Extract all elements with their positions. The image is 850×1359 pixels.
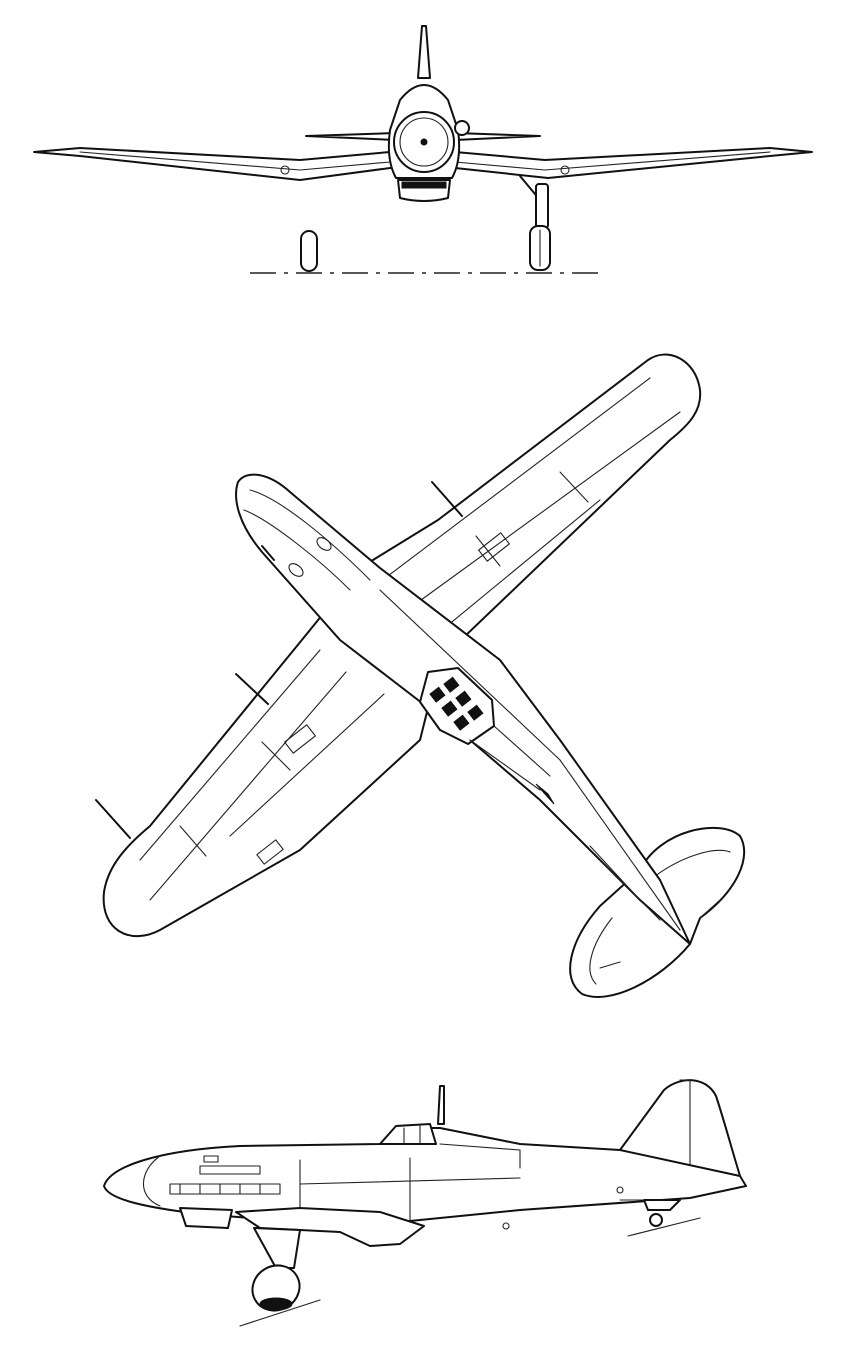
side-main-gear-leg bbox=[253, 1227, 301, 1269]
side-ground-line-rear bbox=[627, 1217, 701, 1237]
side-tail-wheel-fairing bbox=[643, 1199, 681, 1211]
side-fuselage bbox=[103, 1127, 747, 1223]
side-ground-line-front bbox=[239, 1299, 321, 1327]
front-wing bbox=[33, 147, 813, 181]
front-fin bbox=[417, 25, 431, 79]
front-retracted-wheel bbox=[300, 230, 318, 272]
side-tail-wheel bbox=[649, 1213, 663, 1227]
side-antenna-mast bbox=[437, 1085, 445, 1125]
side-fin bbox=[619, 1079, 741, 1177]
top-pitot-1 bbox=[431, 481, 463, 517]
side-view bbox=[103, 1079, 747, 1327]
top-pitot-2 bbox=[235, 673, 269, 705]
top-view bbox=[95, 353, 746, 998]
side-radiator bbox=[179, 1207, 233, 1229]
top-spinner bbox=[261, 545, 275, 561]
top-pitot-3 bbox=[95, 799, 131, 839]
front-view bbox=[33, 25, 813, 274]
side-canopy bbox=[379, 1123, 437, 1145]
